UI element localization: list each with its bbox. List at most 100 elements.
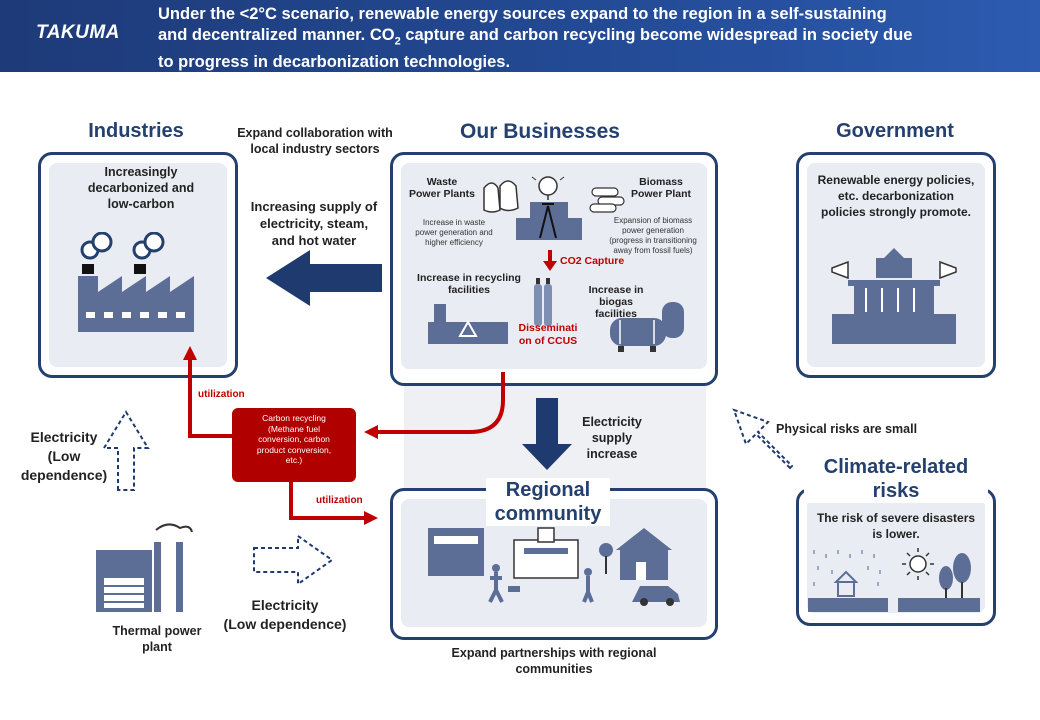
header-line-2b: capture and carbon recycling become wide… (400, 26, 913, 44)
electricity-left-2: (Low (47, 448, 81, 464)
supply-2: electricity, steam, (259, 216, 369, 231)
businesses-title: Our Businesses (460, 120, 620, 143)
electricity-supply-3: increase (586, 447, 638, 461)
electricity-left-3: dependence) (20, 467, 108, 483)
community-icon (428, 527, 680, 606)
co2-capture-label: CO2 Capture (560, 255, 625, 267)
biomass-desc-3: (progress in transitioning (609, 236, 697, 245)
utilization-top-label: utilization (198, 389, 245, 400)
government-building-icon (831, 248, 957, 344)
regional-title: Regional community (486, 478, 610, 526)
industries-text-2: decarbonized and (87, 181, 195, 195)
waste-desc-2: power generation and (415, 228, 493, 237)
climate-title: Climate-related risks (804, 455, 988, 503)
biomass-label-2: Power Plant (630, 188, 692, 200)
expand-collab-1: Expand collaboration with (237, 126, 393, 140)
biomass-desc-2: power generation (622, 226, 684, 235)
regional-title-1: Regional (505, 479, 591, 501)
carbon-recycling-box: Carbon recycling (Methane fuel conversio… (232, 408, 356, 482)
thermal-plant-label-2: plant (142, 640, 172, 654)
waste-desc: Increase in waste power generation and h… (404, 218, 504, 248)
regional-footer-1: Expand partnerships with regional (451, 646, 657, 660)
government-text-2: etc. decarbonization (837, 189, 955, 203)
government-text-3: policies strongly promote. (820, 205, 972, 219)
regional-footer-2: communities (515, 662, 593, 676)
climate-inner (807, 499, 985, 613)
industries-box (38, 152, 238, 378)
carbon-recycling-3: conversion, carbon (258, 434, 330, 444)
recycling-facility-icon (428, 304, 508, 344)
thermal-plant-label: Thermal power plant (82, 623, 232, 655)
recycling-label: Increase in recycling facilities (412, 272, 526, 296)
waste-bag-icon (483, 180, 519, 213)
biomass-label: Biomass Power Plant (624, 176, 698, 200)
waste-label: Waste Power Plants (402, 176, 482, 200)
rain-icon (808, 550, 888, 612)
biogas-label: Increase in biogas facilities (582, 284, 650, 320)
header-line-3: to progress in decarbonization technolog… (158, 53, 511, 72)
expand-collab-2: local industry sectors (250, 142, 380, 156)
gas-cylinder-icon (534, 278, 552, 326)
recycling-label-1: Increase in recycling (417, 272, 521, 284)
center-band (404, 380, 706, 490)
climate-text-1: The risk of severe disasters (816, 511, 976, 525)
biomass-label-1: Biomass (639, 176, 683, 188)
government-text-1: Renewable energy policies, (817, 173, 975, 187)
co2-down-arrow-icon (543, 250, 557, 271)
regional-footer: Expand partnerships with regional commun… (432, 645, 676, 677)
factory-icon (78, 232, 194, 332)
industries-text-1: Increasingly (104, 165, 178, 179)
carbon-recycling-1: Carbon recycling (262, 413, 326, 423)
biomass-desc: Expansion of biomass power generation (p… (600, 216, 706, 256)
industries-title: Industries (88, 120, 184, 142)
electricity-supply-label: Electricity supply increase (572, 414, 652, 462)
logs-icon (589, 187, 625, 213)
carbon-recycling-5: etc.) (285, 455, 303, 465)
recycling-label-2: facilities (447, 284, 491, 296)
ccus-label: Disseminati on of CCUS (516, 322, 580, 348)
power-plant-icon (516, 176, 582, 240)
government-text: Renewable energy policies, etc. decarbon… (800, 172, 992, 220)
waste-label-2: Power Plants (409, 188, 475, 200)
industries-text: Increasingly decarbonized and low-carbon (56, 164, 226, 212)
thermal-plant-label-1: Thermal power (112, 624, 202, 638)
ccus-label-1: Disseminati (518, 322, 578, 334)
sunny-icon (898, 548, 980, 612)
header-title: Under the <2°C scenario, renewable energ… (158, 4, 1038, 73)
supply-1: Increasing supply of (250, 199, 378, 214)
waste-desc-1: Increase in waste (422, 218, 486, 227)
expand-collab-label: Expand collaboration with local industry… (222, 125, 408, 157)
header-co2-sub: 2 (394, 35, 401, 48)
industries-text-3: low-carbon (107, 197, 175, 211)
government-title: Government (836, 120, 954, 142)
climate-text-2: is lower. (872, 527, 920, 541)
biomass-desc-4: away from fossil fuels) (613, 246, 693, 255)
climate-title-2: risks (872, 480, 920, 502)
utilization-bottom-label: utilization (316, 495, 363, 506)
header-bar (0, 0, 1040, 72)
electricity-supply-1: Electricity (582, 415, 642, 429)
climate-title-1: Climate-related (823, 456, 969, 478)
biogas-tank-icon (610, 302, 684, 352)
electricity-supply-2: supply (591, 431, 633, 445)
electricity-bottom-1: Electricity (251, 597, 319, 613)
supply-label: Increasing supply of electricity, steam,… (236, 198, 392, 249)
takuma-logo: TAKUMA (36, 22, 120, 43)
regional-title-2: community (494, 503, 602, 525)
thermal-plant-icon (96, 523, 193, 612)
biomass-desc-1: Expansion of biomass (613, 216, 693, 225)
electricity-bottom-label: Electricity (Low dependence) (208, 596, 362, 634)
biogas-label-1: Increase in (588, 284, 644, 296)
carbon-recycling-4: product conversion, (256, 444, 332, 455)
header-line-1: Under the <2°C scenario, renewable energ… (158, 5, 887, 23)
physical-risks-label: Physical risks are small (776, 422, 918, 436)
waste-label-1: Waste (426, 176, 458, 188)
carbon-recycling-2: (Methane fuel (268, 423, 320, 434)
ccus-label-2: on of CCUS (518, 335, 578, 347)
climate-text: The risk of severe disasters is lower. (800, 510, 992, 542)
electricity-left-label: Electricity (Low dependence) (6, 428, 122, 485)
header-line-2: and decentralized manner. CO2 capture an… (158, 25, 1038, 52)
electricity-left-1: Electricity (30, 429, 98, 445)
biogas-label-3: facilities (594, 308, 638, 320)
arrow-left-icon (266, 250, 382, 306)
